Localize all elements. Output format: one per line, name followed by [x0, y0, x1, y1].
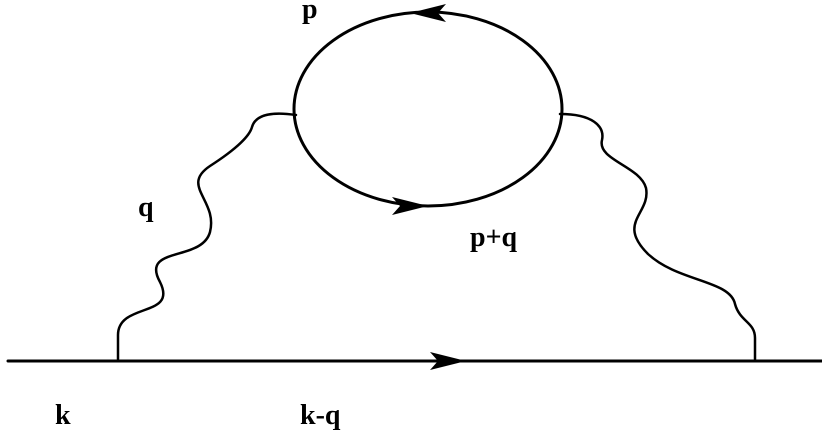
label-p: p	[302, 0, 318, 25]
label-k-minus-q: k-q	[300, 400, 341, 431]
loop-bottom-arrow	[392, 197, 428, 215]
label-p-plus-q: p+q	[470, 222, 518, 253]
label-k: k	[55, 400, 71, 431]
label-q: q	[138, 192, 154, 223]
fermion-loop	[292, 10, 564, 208]
fermion-line-arrow	[430, 352, 466, 370]
photon-line-right	[558, 112, 757, 361]
photon-line-left	[116, 112, 298, 361]
loop-top-arrow	[410, 4, 446, 22]
